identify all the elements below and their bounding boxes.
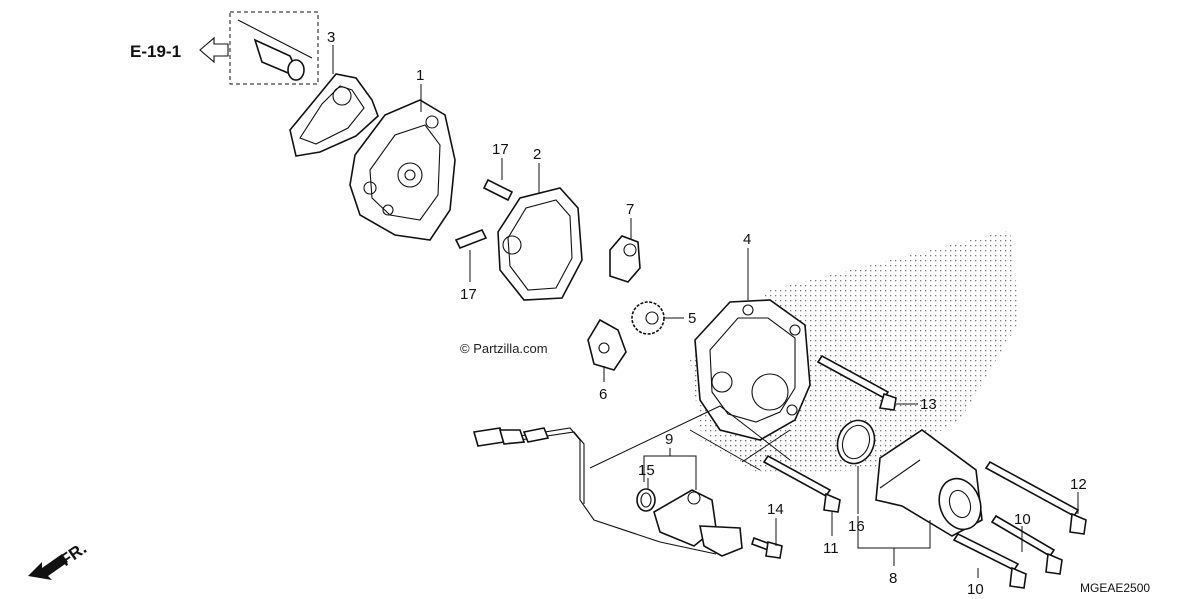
part-15-o-ring[interactable] [636, 488, 656, 512]
shaft-reference-box [229, 11, 319, 85]
callout-labels: 3 1 2 17 17 7 5 6 4 13 9 15 14 11 16 8 1… [327, 29, 1087, 598]
callout-17-upper[interactable]: 17 [492, 141, 509, 158]
part-5-gear[interactable] [631, 301, 665, 335]
part-2-gasket[interactable] [497, 187, 583, 301]
front-direction-icon: FR. [28, 539, 90, 580]
callout-12[interactable]: 12 [1070, 476, 1087, 493]
part-11-bolt[interactable] [762, 454, 841, 513]
callout-10-lower[interactable]: 10 [967, 581, 984, 598]
reference-arrow-icon[interactable] [199, 36, 229, 64]
part-8-motor[interactable] [875, 429, 988, 537]
part-6-gear[interactable] [587, 318, 627, 371]
part-17-pin-lower[interactable] [454, 228, 488, 250]
callout-5[interactable]: 5 [688, 310, 696, 327]
callout-14[interactable]: 14 [767, 501, 784, 518]
part-1-cover[interactable] [349, 99, 456, 241]
part-10-bolt-upper[interactable] [990, 514, 1063, 575]
part-3-gasket[interactable] [289, 73, 379, 157]
reference-label[interactable]: E-19-1 [130, 42, 181, 61]
watermark-text: © Partzilla.com [460, 341, 548, 356]
part-4-housing[interactable] [694, 299, 811, 441]
diagram-code: MGEAE2500 [1080, 581, 1150, 595]
sensor-harness [472, 427, 717, 555]
part-9-sensor[interactable] [653, 489, 743, 557]
callout-16[interactable]: 16 [848, 518, 865, 535]
callout-2[interactable]: 2 [533, 146, 541, 163]
leader-lines [332, 45, 1079, 578]
part-7-gear[interactable] [609, 235, 641, 283]
part-17-pin-upper[interactable] [482, 178, 514, 202]
callout-6[interactable]: 6 [599, 386, 607, 403]
callout-15[interactable]: 15 [638, 462, 655, 479]
callout-8[interactable]: 8 [889, 570, 897, 587]
callout-3[interactable]: 3 [327, 29, 335, 46]
part-13-bolt[interactable] [816, 354, 897, 411]
callout-9[interactable]: 9 [665, 431, 673, 448]
part-14-bolt[interactable] [750, 536, 783, 559]
callout-13[interactable]: 13 [920, 396, 937, 413]
callout-7[interactable]: 7 [626, 201, 634, 218]
callout-11[interactable]: 11 [823, 540, 839, 557]
callout-17-lower[interactable]: 17 [460, 286, 477, 303]
callout-10-upper[interactable]: 10 [1014, 511, 1031, 528]
callout-4[interactable]: 4 [743, 231, 751, 248]
part-10-bolt-lower[interactable] [952, 532, 1027, 589]
callout-1[interactable]: 1 [416, 67, 424, 84]
shaft-part [237, 19, 313, 81]
